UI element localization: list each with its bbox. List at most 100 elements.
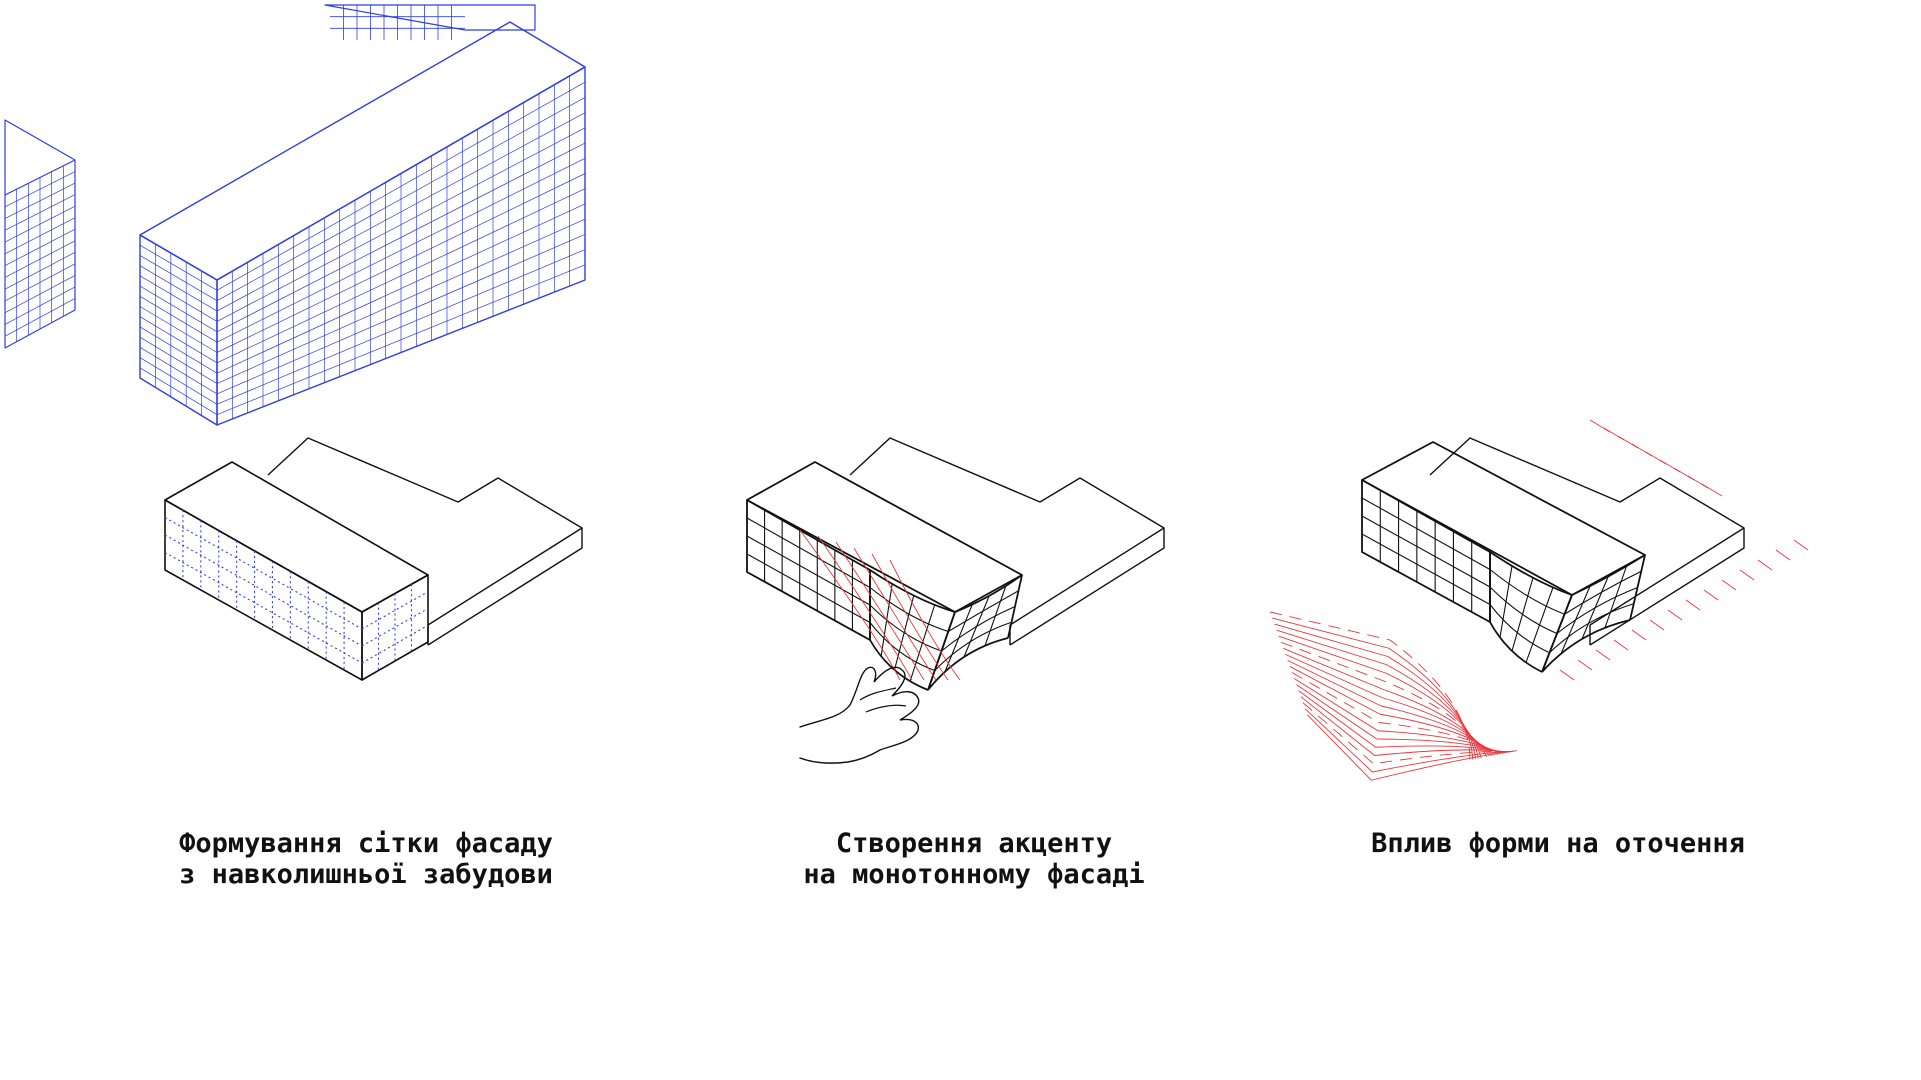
left-block-grid-hline [4,205,76,243]
facade-grid-hline [746,553,871,623]
main-block-front-grid-hline [216,112,586,312]
red-hint-line [835,541,925,681]
peeled-facade-grid-hline [869,569,956,613]
hand-icon [799,666,920,764]
main-block-side-grid-hline [139,316,218,364]
influence-line-left [1304,708,1515,773]
step-3-surrounding-influence-diagram [1269,419,1809,781]
main-block-front-grid-hline [216,264,586,415]
influence-line-left [1278,635,1482,758]
l-shaped-slab [267,437,583,646]
caption-step-2: Створення акценту на монотонному фасаді [803,828,1144,890]
facade-grid-dotted-hline [164,517,363,630]
caption-step-1-line-2: з навколишньої забудови [179,859,553,890]
influence-line-left [1289,666,1496,756]
left-block-grid-hline [4,182,76,219]
swept-facade-grid-hline [1489,586,1558,635]
left-block [4,119,76,349]
caption-step-1: Формування сітки фасаду з навколишньої з… [179,828,553,890]
influence-line-right [1703,589,1719,601]
swept-facade-grid-hline [1489,604,1550,654]
slab-edge-outline [1589,528,1745,646]
slab-top-outline [849,437,1165,626]
influence-line-right [1793,539,1809,551]
influence-line-right [1739,569,1755,581]
main-block-side-grid-hline [139,275,218,322]
influence-line-left [1307,714,1517,781]
curved-end-grid-hline [1571,554,1646,596]
main-block-front-grid-hline [216,234,586,395]
curved-end-grid [1541,554,1646,673]
facade-grid-hline [1361,497,1491,570]
main-block-side-grid-hline [139,336,218,384]
influence-line-left [1280,641,1485,758]
influence-line-right [1667,609,1683,621]
swept-facade-grid-hline [1489,551,1573,596]
main-building [746,461,1023,691]
main-block-side-grid-hline [139,295,218,343]
building-roof [164,461,429,613]
peeled-facade-grid-hline [869,587,949,633]
curved-end-grid-hline [941,605,1016,652]
influence-line-right [1685,599,1701,611]
back-block-roof [324,4,536,31]
left-block-grid-hline [4,228,76,266]
building-roof [746,461,1023,613]
main-block-front-grid [216,75,586,419]
red-hint-line [853,547,937,681]
curved-end-grid-hline [1549,603,1634,654]
left-block-grid [4,165,76,342]
back-block-grid [330,5,465,40]
curved-end-grid-hline [934,621,1012,671]
influence-line-right [1721,579,1737,591]
main-block-side-grid-hline [139,347,218,395]
main-block-front-grid-hline [216,97,586,302]
hand-outline [799,666,920,764]
main-block-front-grid-hline [216,218,586,384]
context-buildings-grid [4,4,586,426]
main-block-side-grid-hline [139,326,218,374]
main-block-side-grid-hline [139,367,218,415]
left-block-grid-hline [4,298,76,337]
red-hint-line [889,559,961,681]
peeled-facade-grid-hline [869,604,942,652]
building-long-face [164,499,363,681]
main-block-front-grid-hline [216,173,586,353]
left-block-grid-hline [4,171,76,208]
facade-grid-dotted-hline [164,534,363,647]
left-block-grid-hline [4,194,76,231]
facade-grid-hline [1361,533,1491,605]
slab-top-outline [1429,437,1745,626]
accent-hint-lines [799,529,961,681]
slab-edge-outline [427,528,583,646]
influence-line-left [1302,702,1512,765]
facade-grid-dotted-hline [164,552,363,664]
building-roof [1361,441,1646,596]
main-block-side-grid-hline [139,265,218,312]
main-block-side-grid-hline [139,255,218,302]
caption-step-3-line-1: Вплив форми на оточення [1371,828,1745,859]
left-block-grid-hline [4,286,76,325]
main-block-front-grid-hline [216,81,586,291]
curved-end-grid-hline [1564,570,1642,615]
peeled-facade-grid-hline [869,639,929,691]
main-block-side-face [139,234,218,426]
left-block-grid-hline [4,263,76,302]
main-block-front-grid-hline [216,157,586,343]
building-short-face [361,574,429,681]
caption-step-2-line-1: Створення акценту [835,828,1113,859]
main-block-front-grid-hline [216,249,586,405]
left-block-face [4,119,76,349]
hand-fingers [859,687,907,713]
short-facade-grid-dotted [361,584,429,671]
influence-line-right [1757,559,1773,571]
facade-grid [1361,490,1491,612]
left-block-grid-hline [4,217,76,255]
caption-step-1-line-1: Формування сітки фасаду [179,828,553,859]
curved-end-grid [927,574,1023,691]
facade-grid-hline [746,517,871,588]
left-block-grid-hline [4,240,76,278]
influence-line-right [1559,669,1575,681]
facade-grid-hline [746,535,871,606]
